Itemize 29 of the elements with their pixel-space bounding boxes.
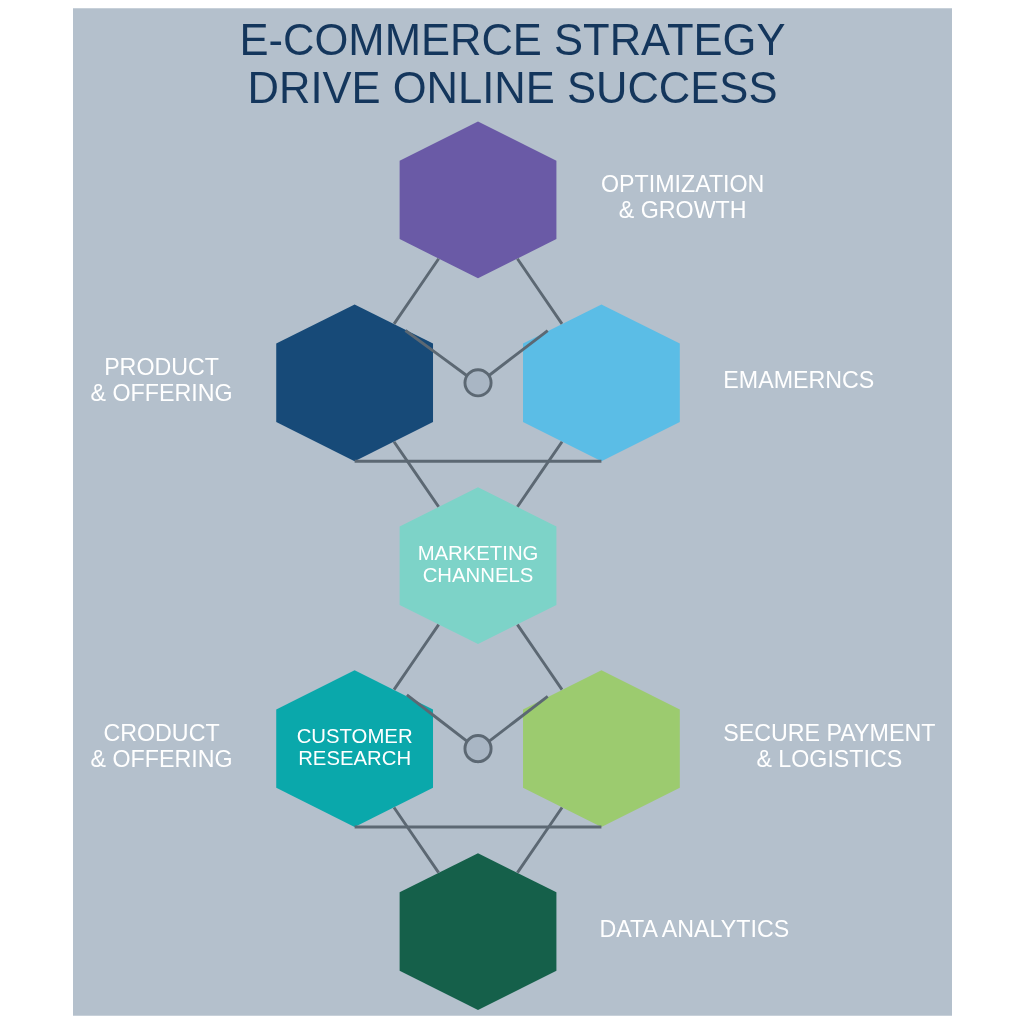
node-label: PRODUCT & OFFERING	[90, 354, 233, 407]
connector	[392, 806, 440, 874]
node-label: DATA ANALYTICS	[598, 916, 789, 943]
diagram-title: E-COMMERCE STRATEGY	[239, 15, 785, 64]
node-hexagon	[522, 304, 680, 462]
connector	[515, 623, 563, 691]
connector	[487, 329, 549, 377]
connector	[354, 459, 601, 463]
connector	[392, 440, 440, 508]
connector	[354, 825, 601, 829]
node-circle	[463, 368, 493, 398]
connector	[404, 329, 468, 377]
connector	[487, 695, 549, 743]
node-circle	[463, 734, 493, 764]
connector	[392, 623, 440, 691]
node-hexagon	[399, 121, 556, 279]
connector	[515, 806, 563, 874]
node-label: CRODUCT & OFFERING	[90, 720, 233, 773]
connector	[405, 693, 468, 743]
node-label: OPTIMIZATION & GROWTH	[600, 171, 764, 224]
node-label: EMAMERNCS	[722, 367, 874, 394]
caption: DRIVE ONLINE SUCCESS	[247, 63, 777, 112]
node-label: SECURE PAYMENT & LOGISTICS	[722, 720, 935, 773]
node-hexagon	[399, 853, 556, 1010]
connector	[515, 257, 563, 325]
connector	[515, 440, 563, 508]
node-hexagon	[275, 304, 433, 462]
connector	[392, 257, 440, 325]
node-hexagon	[522, 670, 680, 827]
